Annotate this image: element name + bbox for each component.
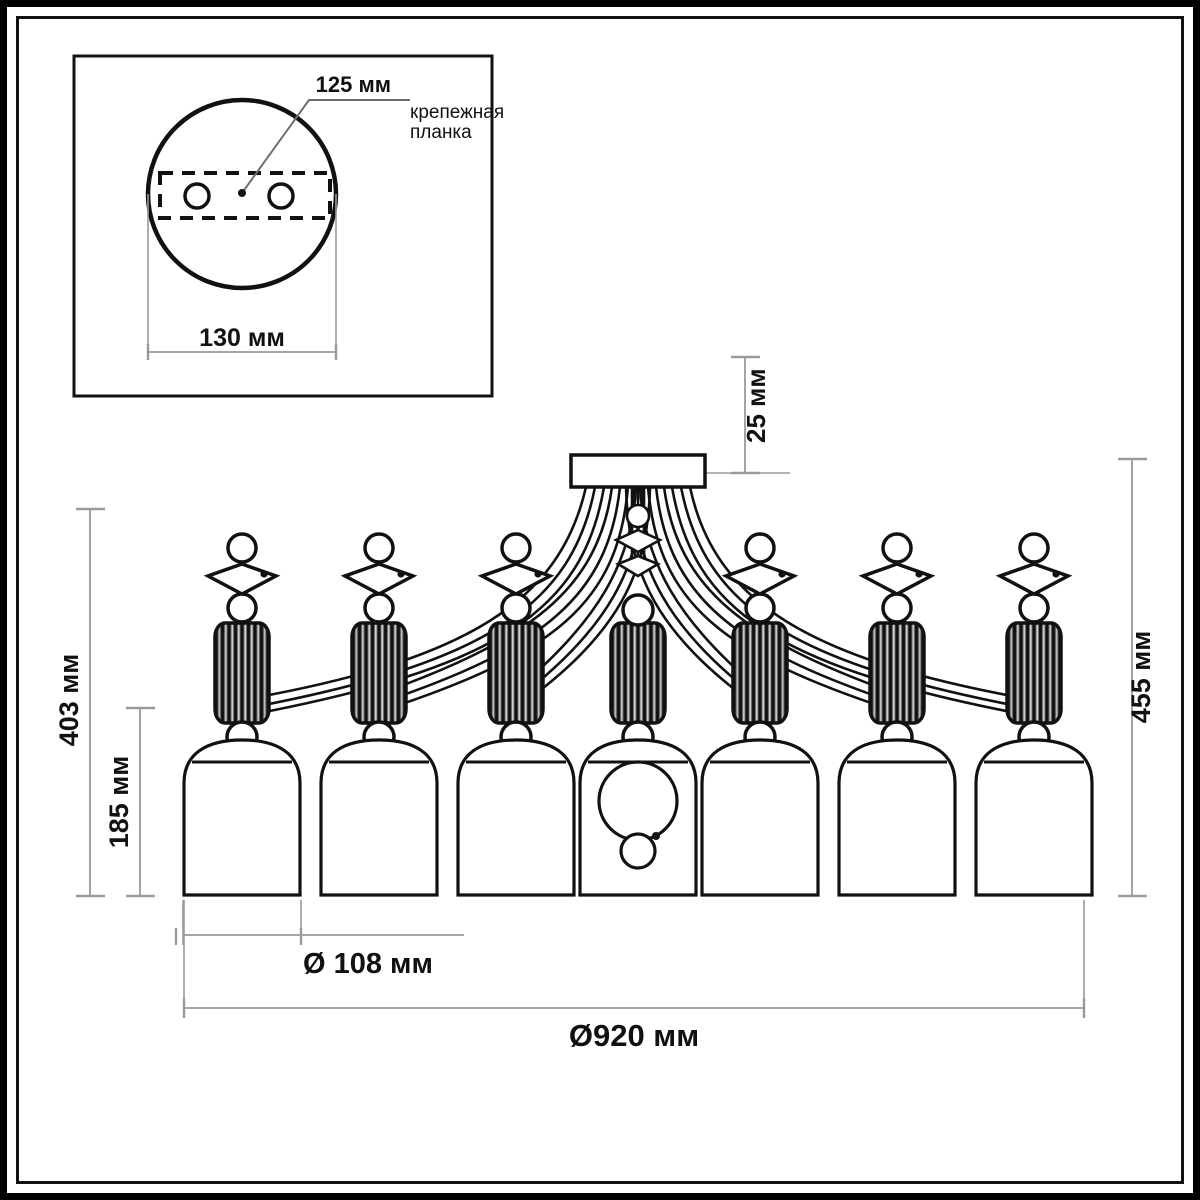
mounting-bracket-outline	[158, 171, 332, 220]
plate-diameter-dimension: 130 мм	[146, 194, 338, 360]
screw-hole-right	[267, 182, 295, 210]
shade-diameter-dimension: Ø 108 мм	[174, 900, 464, 980]
shade-diameter-label: Ø 108 мм	[303, 948, 433, 980]
shade-height-dimension: 185 мм	[104, 706, 155, 898]
bracket-length-label: 125 мм	[316, 72, 391, 97]
bracket-note-line1: крепежная	[410, 102, 504, 123]
right-dimension: 455 мм	[1118, 457, 1156, 898]
overall-diameter-dimension: Ø920 мм	[182, 900, 1086, 1053]
screw-hole-left	[183, 182, 211, 210]
overall-diameter-label: Ø920 мм	[569, 1018, 699, 1053]
total-height-label: 403 мм	[54, 654, 84, 747]
plate-diameter-label: 130 мм	[199, 324, 285, 352]
bracket-note-line2: планка	[410, 122, 472, 143]
overall-height-label: 455 мм	[1126, 631, 1156, 724]
bracket-leader-line	[241, 99, 410, 194]
canopy-height-label: 25 мм	[741, 368, 771, 443]
canopy-height-dimension: 25 мм	[688, 355, 790, 475]
leader-dot	[238, 189, 246, 197]
ceiling-mount-detail-box: 125 мм крепежная планка 130 мм	[72, 54, 504, 398]
chandelier-assembly	[182, 453, 1094, 897]
shade-height-label: 185 мм	[104, 756, 134, 849]
center-decorations	[613, 503, 663, 578]
left-dimensions: 403 мм 185 мм	[54, 507, 155, 898]
total-height-dimension: 403 мм	[54, 507, 105, 898]
ceiling-canopy	[569, 453, 707, 489]
